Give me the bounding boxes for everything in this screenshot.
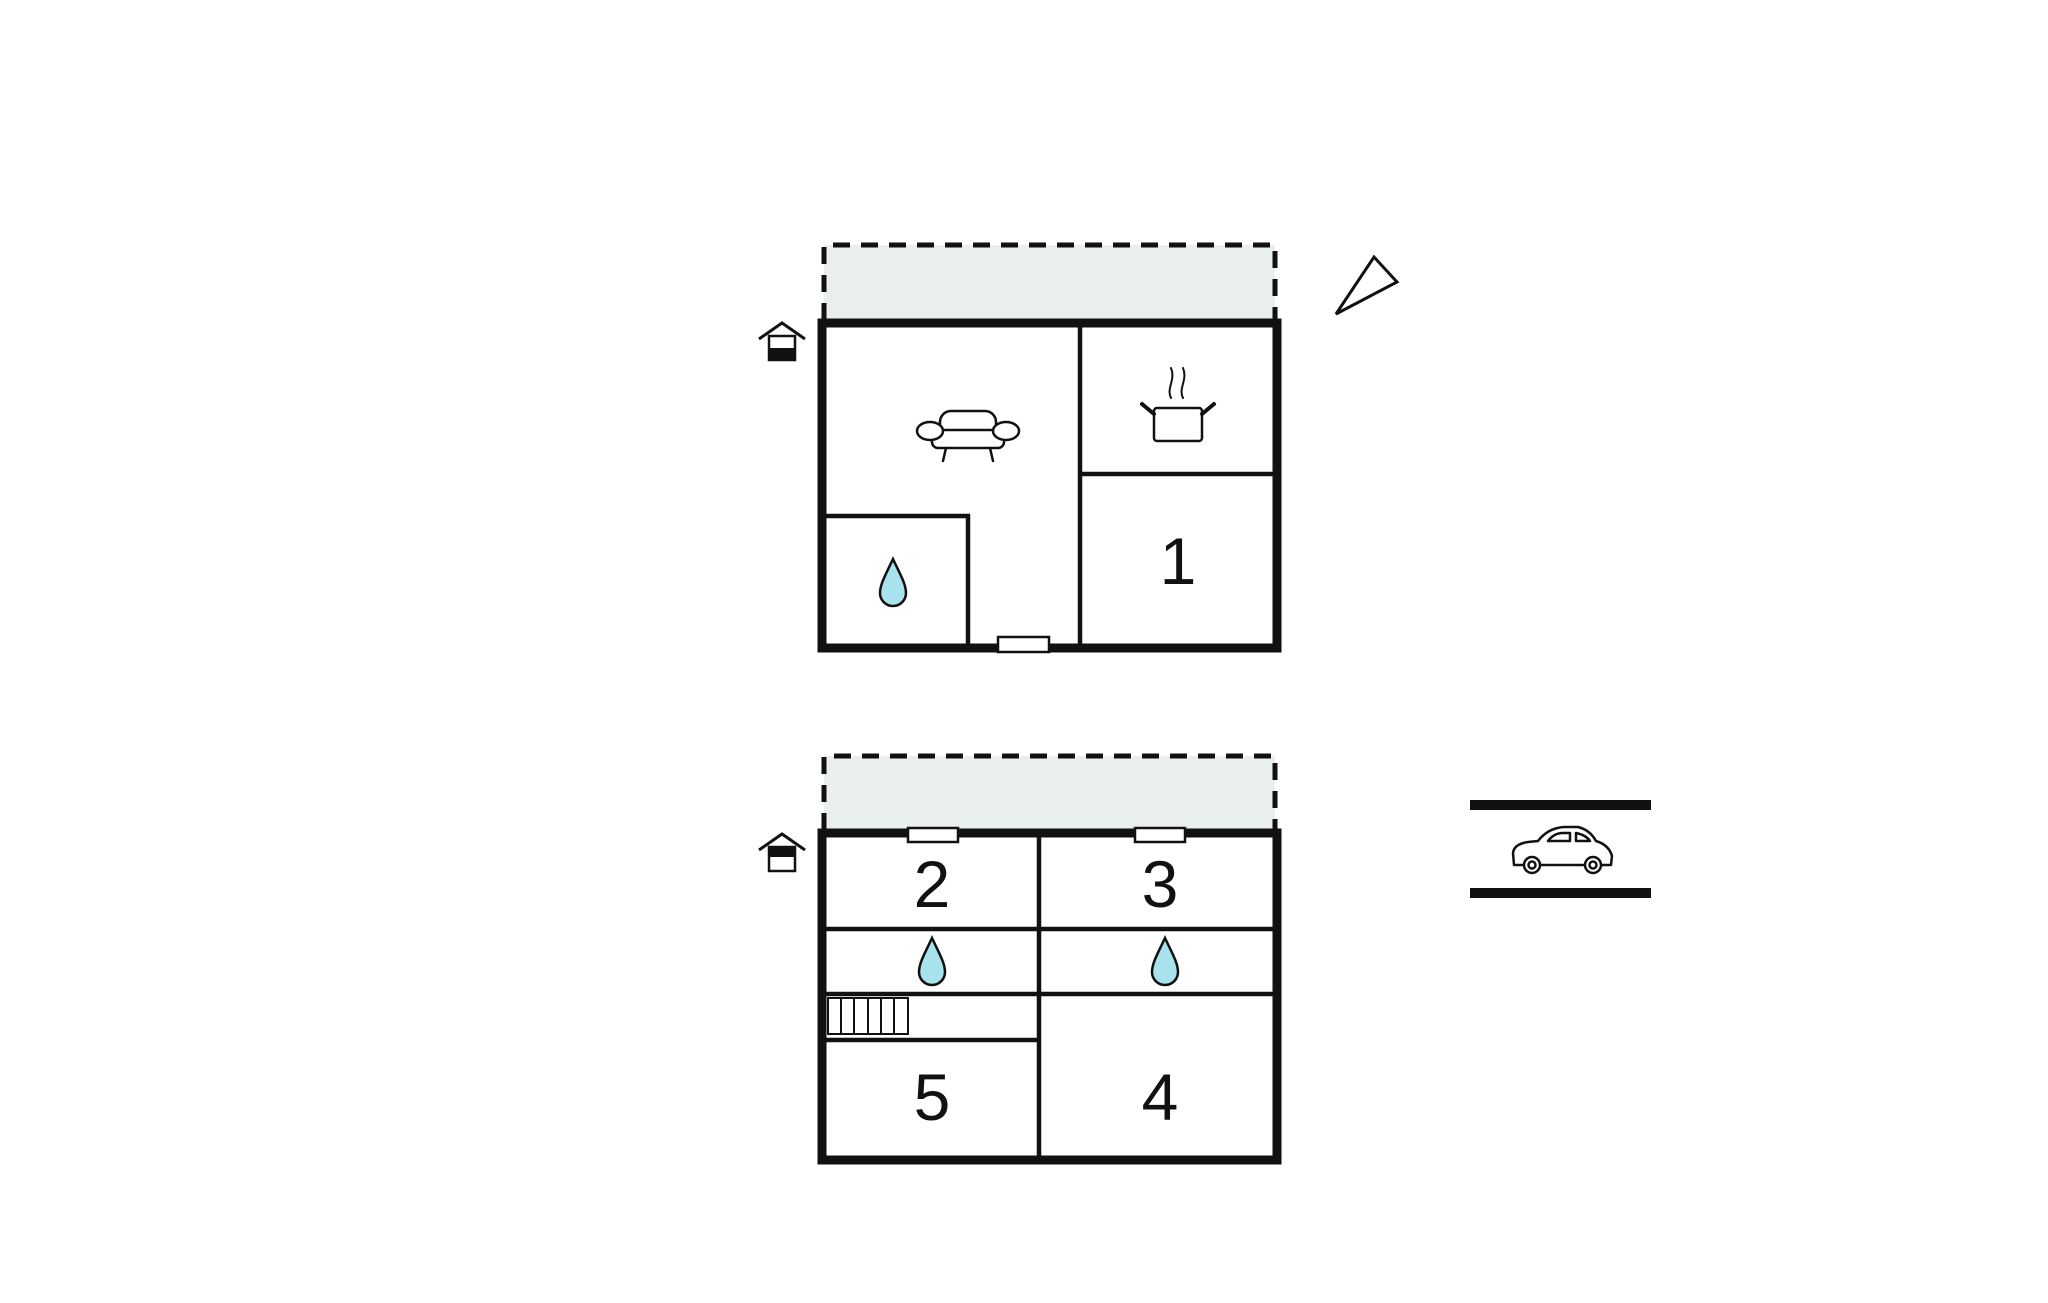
lower-outer-wall	[817, 828, 1282, 1165]
room-number-2: 2	[914, 847, 951, 921]
sofa-icon	[915, 409, 1021, 463]
water-drop-icon	[1150, 935, 1180, 987]
lower-floor: 2 3 5 4	[758, 753, 1282, 1165]
stairs-icon	[827, 997, 909, 1035]
room-number-4: 4	[1142, 1060, 1179, 1134]
upper-floor: 1	[758, 242, 1282, 654]
room-number-1: 1	[1160, 524, 1197, 598]
lower-terrace-door-right	[1133, 826, 1187, 844]
cooking-pot-icon	[1140, 367, 1216, 443]
room-number-3: 3	[1142, 847, 1179, 921]
lower-interior-walls	[822, 833, 1277, 1160]
water-drop-icon	[878, 556, 908, 608]
north-arrow-icon	[1334, 254, 1400, 316]
house-entrance-icon	[758, 321, 806, 362]
room-number-5: 5	[914, 1060, 951, 1134]
upper-terrace	[821, 242, 1278, 323]
upper-front-door	[996, 635, 1051, 654]
lower-terrace-door-left	[906, 826, 960, 844]
lower-terrace	[821, 753, 1278, 833]
car-parking-icon	[1470, 800, 1651, 898]
house-entrance-icon	[758, 832, 806, 873]
water-drop-icon	[917, 935, 947, 987]
upper-interior-walls	[822, 323, 1277, 648]
